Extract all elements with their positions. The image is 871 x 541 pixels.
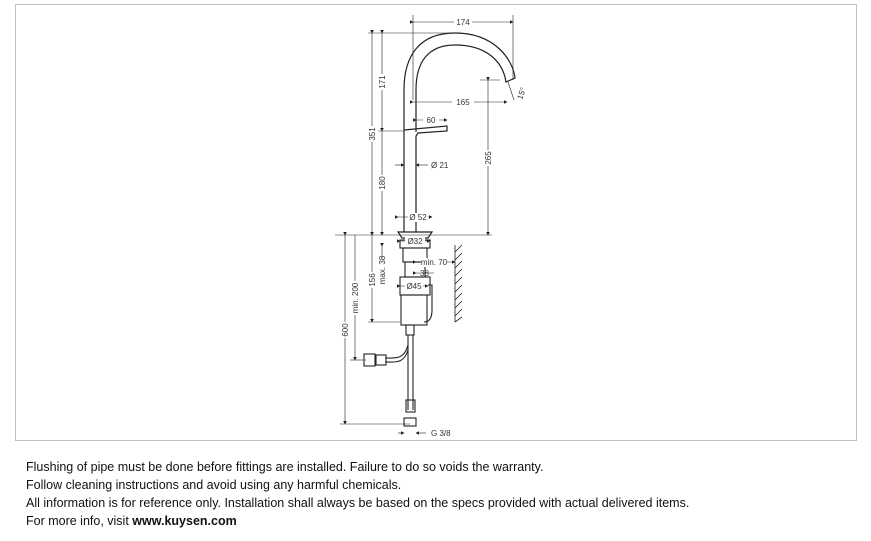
note-more-info-label: For more info, visit: [26, 514, 133, 528]
note-cleaning: Follow cleaning instructions and avoid u…: [26, 478, 402, 492]
dim-171: 171: [378, 75, 387, 89]
dim-180: 180: [378, 176, 387, 190]
faucet-body: [363, 239, 433, 427]
note-flushing: Flushing of pipe must be done before fit…: [26, 460, 544, 474]
dim-165: 165: [456, 98, 470, 107]
dimension-lines: [335, 15, 515, 435]
dim-angle-15: 15°: [515, 86, 528, 100]
dim-diameter-21: Ø 21: [431, 161, 449, 170]
wall-hatch: [454, 244, 463, 323]
dim-g-3-8: G 3/8: [431, 429, 451, 438]
dimension-labels: 174 165 60 Ø 21 Ø 52 Ø32 min. 70 38 Ø45 …: [340, 17, 528, 438]
note-reference: All information is for reference only. I…: [26, 496, 690, 510]
dim-265: 265: [484, 151, 493, 165]
dim-diameter-52: Ø 52: [409, 213, 427, 222]
website-link[interactable]: www.kuysen.com: [132, 514, 237, 528]
faucet-spout: [396, 32, 516, 239]
installation-notes: Flushing of pipe must be done before fit…: [26, 458, 689, 530]
dim-600: 600: [341, 323, 350, 337]
dim-351: 351: [368, 127, 377, 141]
dim-38: 38: [420, 269, 429, 278]
dim-diameter-32: Ø32: [407, 237, 423, 246]
dim-max-38: max. 38: [378, 255, 387, 284]
drawing-frame: [15, 4, 857, 441]
note-more-info: For more info, visit www.kuysen.com: [26, 512, 689, 530]
dim-156: 156: [368, 273, 377, 287]
dim-60: 60: [427, 116, 436, 125]
dim-174: 174: [456, 18, 470, 27]
dim-min-200: min. 200: [351, 282, 360, 313]
dim-diameter-45: Ø45: [406, 282, 422, 291]
dim-min-70: min. 70: [421, 258, 448, 267]
